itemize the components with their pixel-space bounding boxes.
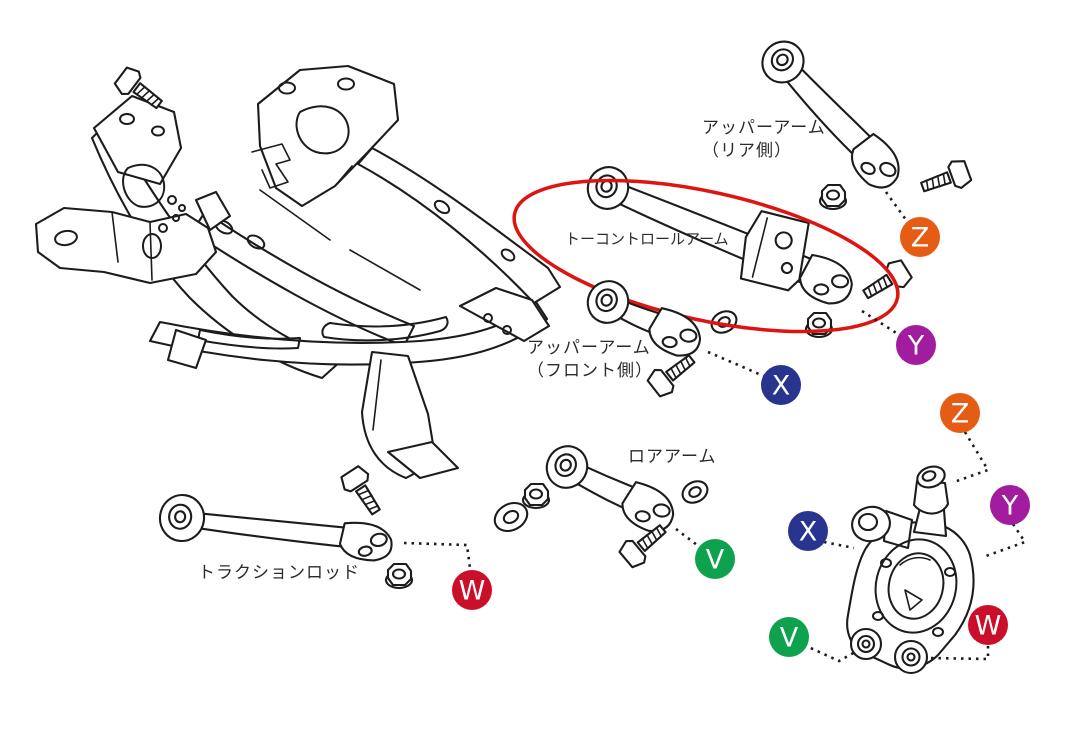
badge-letter: X — [799, 517, 818, 548]
badge-v1: V — [695, 539, 735, 579]
badge-y1: Y — [896, 325, 936, 365]
badge-circle — [452, 570, 492, 610]
label-upper-arm-front-line1: アッパーアーム — [527, 338, 651, 357]
label-upper-arm-rear: アッパーアーム （リア側） — [702, 116, 826, 162]
nut — [521, 482, 551, 510]
badge-x2: X — [788, 511, 828, 551]
bolt — [862, 259, 913, 300]
bolt — [113, 66, 163, 110]
badge-y2: Y — [990, 485, 1030, 525]
badge-circle — [896, 325, 936, 365]
badge-w2: W — [968, 605, 1008, 645]
label-upper-arm-front-line2: （フロント側） — [527, 361, 653, 380]
badge-letter: Y — [1001, 491, 1019, 522]
connector-lines — [403, 191, 1028, 663]
highlight-ellipse — [512, 178, 900, 334]
connector-x2 — [823, 540, 855, 550]
upper-arm-rear — [761, 40, 900, 189]
label-lower-arm: ロアアーム — [628, 447, 717, 466]
bolt — [340, 465, 381, 516]
label-upper-arm-rear-line1: アッパーアーム — [702, 118, 826, 137]
badge-letter: W — [975, 611, 1002, 642]
traction-rod — [158, 493, 393, 562]
connector-v1 — [675, 527, 702, 550]
badge-letter: Y — [907, 331, 925, 362]
badge-letter: Z — [911, 223, 930, 254]
nut — [818, 183, 848, 211]
badge-circle — [761, 365, 801, 405]
badge-letter: W — [459, 576, 486, 607]
badge-w1: W — [452, 570, 492, 610]
connector-y2 — [985, 523, 1028, 558]
connector-z2 — [953, 431, 990, 484]
badge-circle — [769, 617, 809, 657]
badge-z1: Z — [900, 217, 940, 257]
badge-x1: X — [761, 365, 801, 405]
bolt — [646, 354, 696, 398]
badge-circle — [968, 605, 1008, 645]
bolt — [618, 524, 667, 569]
connector-w1 — [403, 541, 472, 569]
badge-circle — [900, 217, 940, 257]
label-traction-rod: トラクションロッド — [198, 563, 360, 582]
rear-knuckle — [846, 465, 975, 675]
label-toe-control-arm: トーコントロールアーム — [565, 231, 729, 248]
lower-arm — [545, 445, 675, 533]
rear-subframe — [34, 64, 562, 480]
connector-v2 — [803, 643, 858, 663]
bolt — [920, 160, 973, 193]
nut — [384, 562, 414, 590]
connector-y1 — [861, 309, 902, 338]
badge-letter: V — [780, 623, 799, 654]
upper-arm-front — [586, 280, 702, 357]
badge-letter: Z — [951, 399, 970, 430]
badge-circle — [940, 393, 980, 433]
badge-circle — [990, 485, 1030, 525]
washer — [681, 480, 709, 504]
washer — [493, 501, 529, 533]
badge-z2: Z — [940, 393, 980, 433]
label-upper-arm-rear-line2: （リア側） — [702, 141, 792, 160]
badge-circle — [695, 539, 735, 579]
label-upper-arm-front: アッパーアーム （フロント側） — [527, 336, 653, 382]
badge-circle — [788, 511, 828, 551]
badge-v2: V — [769, 617, 809, 657]
badge-letter: X — [772, 371, 791, 402]
connector-z1 — [884, 191, 911, 225]
nut — [804, 311, 834, 339]
connector-x1 — [707, 350, 767, 379]
badge-letter: V — [706, 545, 725, 576]
